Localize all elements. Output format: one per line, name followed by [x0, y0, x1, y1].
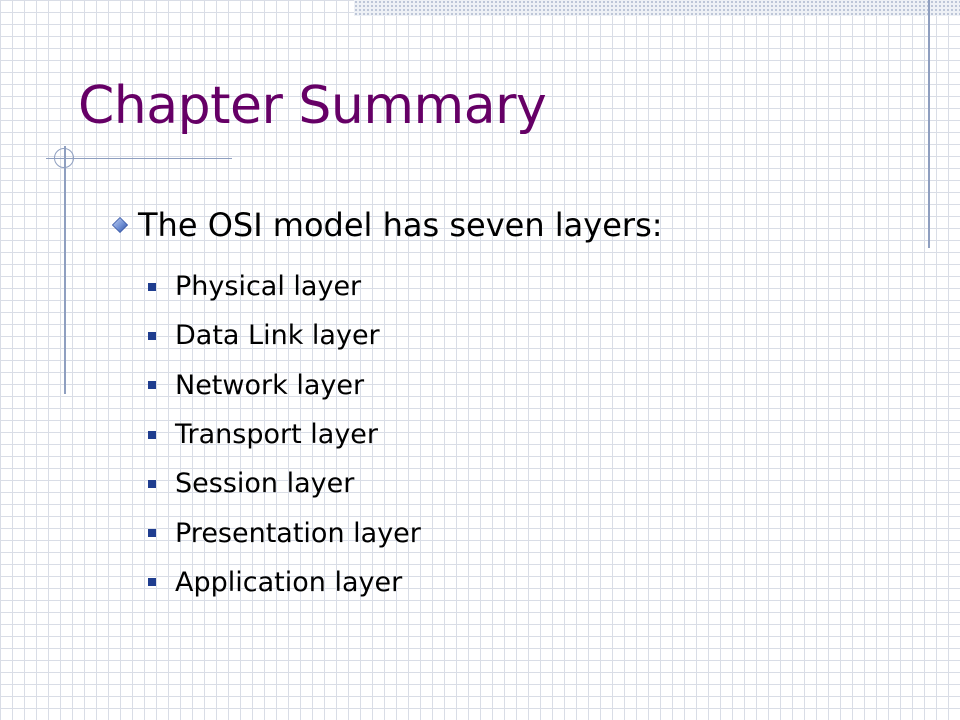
main-bullet-text: The OSI model has seven layers:: [138, 206, 663, 244]
list-item-text: Presentation layer: [175, 517, 421, 549]
square-bullet-icon: [148, 529, 156, 538]
crosshair-circle-icon: [54, 148, 74, 168]
square-bullet-icon: [148, 381, 156, 390]
square-bullet-icon: [148, 430, 156, 439]
left-vertical-rule: [64, 146, 66, 394]
main-bullet-item: The OSI model has seven layers:: [112, 206, 663, 244]
list-item-text: Transport layer: [175, 419, 379, 451]
diamond-bullet-icon: [112, 217, 128, 233]
list-item-text: Physical layer: [175, 271, 362, 303]
right-vertical-rule: [928, 0, 930, 248]
list-item: Presentation layer: [148, 508, 421, 557]
list-item-text: Network layer: [175, 369, 365, 401]
list-item: Physical layer: [148, 262, 421, 311]
list-item: Data Link layer: [148, 311, 421, 360]
list-item: Network layer: [148, 361, 421, 410]
list-item-text: Session layer: [175, 468, 355, 500]
square-bullet-icon: [148, 578, 156, 587]
list-item: Transport layer: [148, 410, 421, 459]
title-underline-rule: [46, 158, 232, 159]
list-item-text: Application layer: [175, 566, 403, 598]
list-item-text: Data Link layer: [175, 320, 380, 352]
list-item: Application layer: [148, 558, 421, 607]
list-item: Session layer: [148, 459, 421, 508]
square-bullet-icon: [148, 331, 156, 340]
slide-title: Chapter Summary: [78, 76, 547, 136]
sub-bullet-list: Physical layer Data Link layer Network l…: [148, 262, 421, 607]
square-bullet-icon: [148, 282, 156, 291]
top-decorative-band: [354, 0, 960, 16]
square-bullet-icon: [148, 479, 156, 488]
